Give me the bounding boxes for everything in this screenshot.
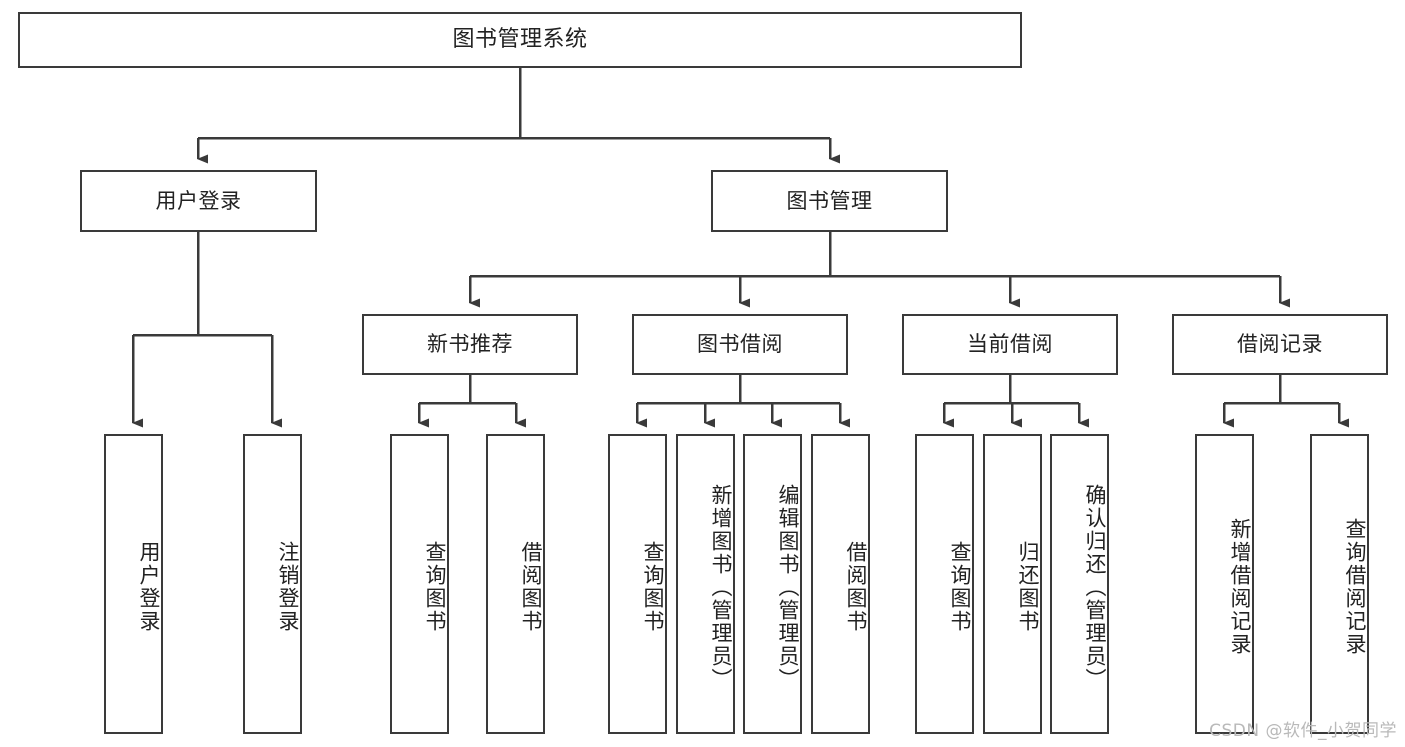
node-label: 新书推荐 [427, 332, 513, 357]
node-label: 图书管理系统 [452, 27, 588, 53]
node-label: 当前借阅 [967, 332, 1053, 357]
node-leaf-return-book[interactable]: 归还图书 [983, 434, 1042, 734]
node-leaf-query-book-cur[interactable]: 查询图书 [915, 434, 974, 734]
node-label: 新增借阅记录 [1228, 518, 1252, 656]
node-label: 编辑图书（管理员） [776, 483, 800, 691]
node-label: 用户登录 [155, 188, 242, 213]
node-leaf-query-book[interactable]: 查询图书 [608, 434, 667, 734]
node-label: 归还图书 [1016, 541, 1040, 633]
node-leaf-add-record[interactable]: 新增借阅记录 [1195, 434, 1254, 734]
node-label: 图书借阅 [697, 332, 783, 357]
node-current-borrow[interactable]: 当前借阅 [902, 314, 1118, 375]
node-label: 图书管理 [786, 188, 873, 213]
node-label: 新增图书（管理员） [709, 483, 733, 691]
node-label: 用户登录 [137, 541, 161, 633]
connector-layer [131, 68, 1349, 428]
node-leaf-borrow-book[interactable]: 借阅图书 [811, 434, 870, 734]
node-label: 借阅图书 [519, 541, 543, 633]
node-leaf-edit-book[interactable]: 编辑图书（管理员） [743, 434, 802, 734]
node-label: 借阅记录 [1237, 332, 1323, 357]
node-label: 查询图书 [641, 541, 665, 633]
node-leaf-query-record[interactable]: 查询借阅记录 [1310, 434, 1369, 734]
node-label: 查询借阅记录 [1343, 518, 1367, 656]
node-label: 查询图书 [423, 541, 447, 633]
node-leaf-add-book[interactable]: 新增图书（管理员） [676, 434, 735, 734]
node-leaf-logout[interactable]: 注销登录 [243, 434, 302, 734]
node-user-login[interactable]: 用户登录 [80, 170, 317, 232]
node-label: 借阅图书 [844, 541, 868, 633]
node-label: 注销登录 [276, 541, 300, 633]
node-root[interactable]: 图书管理系统 [18, 12, 1022, 68]
node-leaf-borrow-book-rec[interactable]: 借阅图书 [486, 434, 545, 734]
node-leaf-confirm-return[interactable]: 确认归还（管理员） [1050, 434, 1109, 734]
node-label: 确认归还（管理员） [1083, 483, 1107, 691]
node-book-manage[interactable]: 图书管理 [711, 170, 948, 232]
node-leaf-user-login[interactable]: 用户登录 [104, 434, 163, 734]
node-leaf-query-book-rec[interactable]: 查询图书 [390, 434, 449, 734]
node-label: 查询图书 [948, 541, 972, 633]
node-book-borrow[interactable]: 图书借阅 [632, 314, 848, 375]
node-new-book-rec[interactable]: 新书推荐 [362, 314, 578, 375]
node-borrow-record[interactable]: 借阅记录 [1172, 314, 1388, 375]
